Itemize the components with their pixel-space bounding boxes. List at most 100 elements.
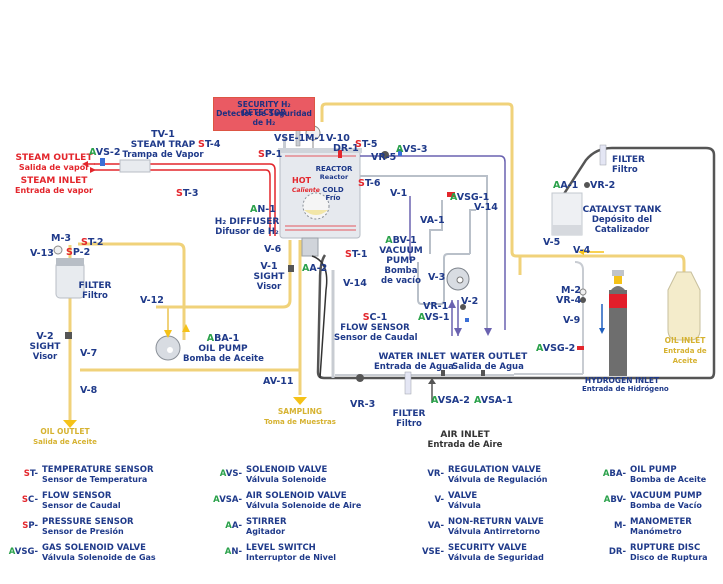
legend-code: VSE- [408, 547, 444, 557]
tag-aa1: AA-1 [553, 180, 579, 191]
tag-avsa1: AVSA-1 [474, 395, 513, 406]
legend-code: ABV- [590, 495, 626, 505]
legend-label-en: RUPTURE DISC [630, 543, 701, 553]
tag-m3: M-3 [51, 233, 72, 244]
tag-v5: V-5 [543, 237, 561, 248]
steam-trap-body [119, 159, 151, 173]
regulation-valve-vr4 [580, 297, 586, 303]
air-filter [404, 371, 412, 395]
oil-inlet-bottle [667, 271, 701, 341]
stirrer-motor [301, 237, 319, 257]
tag-v1b: V-1 [390, 188, 408, 199]
tag-va1: VA-1 [420, 215, 445, 226]
legend-label-es: Bomba de Aceite [630, 475, 707, 484]
hydrogen-flow-arrow [599, 328, 605, 334]
tag-st6: ST-6 [358, 178, 381, 189]
legend-code-prefix: A [213, 495, 220, 505]
regulation-valve-vr1 [460, 304, 466, 310]
tag-v3: V-3 [428, 272, 446, 283]
tag-st5: ST-5 [355, 139, 378, 150]
air-inlet-label: AIR INLET Entrada de Aire [427, 430, 503, 450]
oil-filter-label: FILTER Filtro [78, 281, 112, 301]
water-line-2 [360, 175, 488, 330]
steam-outlet-line [94, 163, 276, 236]
legend-code-rest: VR- [427, 469, 444, 479]
tag-st2: ST-2 [81, 237, 104, 248]
legend-code-rest: V- [434, 495, 445, 505]
tag-dr1: DR-1 [333, 143, 359, 154]
legend-label-es: Válvula de Seguridad [448, 553, 544, 562]
regulation-valve-vr2 [584, 182, 590, 188]
tag-st3: ST-3 [176, 188, 199, 199]
legend-code: M- [590, 521, 626, 531]
tag-avs2: AVS-2 [89, 147, 121, 158]
legend-label-en: PRESSURE SENSOR [42, 517, 134, 527]
tag-st1: ST-1 [345, 249, 368, 260]
legend-label-en: TEMPERATURE SENSOR [42, 465, 154, 475]
legend-code-rest: BA- [609, 469, 626, 479]
tag-avsa2: AVSA-2 [431, 395, 470, 406]
legend-code-prefix: A [225, 521, 232, 531]
tag-vr4: VR-4 [556, 295, 582, 306]
vacuum-loop [417, 253, 470, 305]
legend-label-es: Válvula [448, 501, 481, 510]
legend-code: SP- [2, 521, 38, 531]
legend-label-en: AIR SOLENOID VALVE [246, 491, 347, 501]
tag-aa2: AA-2 [302, 263, 328, 274]
regulation-valve-vr5 [381, 151, 389, 159]
hydrogen-cylinder [609, 290, 627, 376]
legend-label-es: Interruptor de Nivel [246, 553, 337, 562]
steam-inlet-line [94, 169, 271, 236]
water-inlet-label: WATER INLET Entrada de Agua [374, 352, 454, 372]
detector-title: SECURITY H₂ DETECTOR [237, 100, 291, 117]
steam-trap-label: TV-1 STEAM TRAP Trampa de Vapor [122, 129, 204, 161]
legend-label-es: Válvula Solenoide de Gas [42, 553, 156, 562]
legend-code-rest: BV- [610, 495, 626, 505]
sight-v1-label: V-1 SIGHT Visor [253, 261, 285, 293]
top-filter [599, 144, 607, 166]
legend-label-en: STIRRER [246, 517, 287, 527]
legend-code-prefix: S [23, 469, 30, 479]
tag-v10: V-10 [326, 133, 350, 144]
oil-top-loop [320, 102, 686, 272]
legend-code-rest: VSE- [421, 547, 444, 557]
water-outlet-arrow-2 [484, 328, 492, 336]
tag-avs3: AVS-3 [396, 144, 428, 155]
legend-label-es: Sensor de Caudal [42, 501, 121, 510]
legend-code-prefix: A [602, 469, 610, 479]
oil-line-filter-to-pump [78, 242, 186, 340]
water-outlet-arrow-1 [454, 328, 462, 336]
avsa2-valve [441, 370, 445, 376]
legend-code-rest: C- [28, 495, 38, 505]
legend-code-prefix: A [219, 469, 226, 479]
legend-code: AVSA- [206, 495, 242, 505]
legend-code-prefix: S [22, 521, 29, 531]
cold-label: COLD Frío [322, 186, 344, 202]
tag-avsg1: AVSG-1 [450, 192, 490, 203]
tag-av11: AV-11 [263, 376, 294, 387]
flow-sensor-label: SC-1 FLOW SENSOR Sensor de Caudal [334, 312, 418, 344]
legend-code: AN- [206, 547, 242, 557]
reactor-label: REACTOR Reactor [315, 165, 353, 181]
avsg1-valve [447, 192, 455, 197]
sight-glass-v1 [288, 265, 294, 272]
avs2-valve [100, 158, 105, 166]
tag-an1: AN-1 [250, 204, 276, 215]
security-h2-detector: SECURITY H₂ DETECTOR Detector de Segurid… [213, 97, 315, 131]
tag-v2b: V-2 [461, 296, 479, 307]
catalyst-tank-label: CATALYST TANK Depósito del Catalizador [582, 205, 662, 235]
legend-label-es: Válvula Solenoide [246, 475, 327, 484]
tag-avs1: AVS-1 [418, 312, 450, 323]
tag-st4: ST-4 [198, 139, 221, 150]
sampling-label: SAMPLING Toma de Muestras [264, 407, 336, 426]
regulation-valve-vr3 [356, 374, 364, 382]
legend-code-prefix: A [8, 547, 15, 557]
legend-label-es: Válvula de Regulación [448, 475, 548, 484]
legend-code: VR- [408, 469, 444, 479]
sampling-arrow [293, 397, 307, 405]
hot-label: HOT Caliente [292, 176, 320, 194]
tag-v6: V-6 [264, 244, 282, 255]
oil-line-v12 [156, 240, 292, 309]
legend-code: ST- [2, 469, 38, 479]
